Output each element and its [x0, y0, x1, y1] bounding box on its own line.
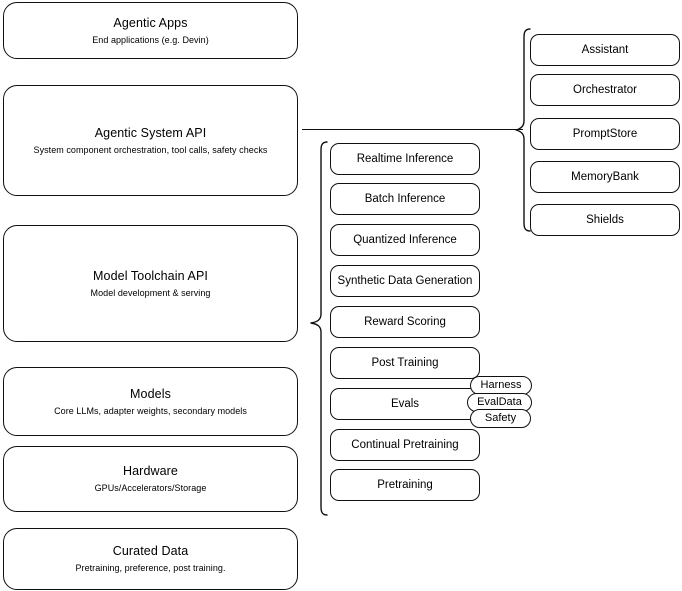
toolchain-capability-reward-scoring[interactable]: Reward Scoring: [330, 306, 480, 338]
connector-line-system-api: [302, 129, 523, 130]
brace-toolchain-capabilities: [310, 141, 328, 517]
evals-subcomponent-safety[interactable]: Safety: [470, 409, 531, 428]
layer-subtitle: System component orchestration, tool cal…: [33, 144, 268, 155]
toolchain-capability-label: Quantized Inference: [353, 233, 457, 246]
layer-box-model-toolchain-api[interactable]: Model Toolchain API Model development & …: [3, 225, 298, 342]
layer-subtitle: Model development & serving: [90, 287, 211, 298]
system-component-shields[interactable]: Shields: [530, 204, 680, 236]
system-component-label: Shields: [586, 213, 624, 226]
layer-title: Model Toolchain API: [93, 268, 208, 283]
layer-subtitle: Pretraining, preference, post training.: [75, 563, 226, 573]
brace-system-components: [515, 28, 531, 232]
toolchain-capability-quantized-inference[interactable]: Quantized Inference: [330, 224, 480, 256]
toolchain-capability-pretraining[interactable]: Pretraining: [330, 469, 480, 501]
toolchain-capability-post-training[interactable]: Post Training: [330, 347, 480, 379]
system-component-promptstore[interactable]: PromptStore: [530, 118, 680, 150]
toolchain-capability-continual-pretraining[interactable]: Continual Pretraining: [330, 429, 480, 461]
layer-subtitle: Core LLMs, adapter weights, secondary mo…: [54, 405, 247, 416]
system-component-label: MemoryBank: [571, 170, 639, 183]
system-component-label: PromptStore: [572, 127, 638, 140]
system-component-orchestrator[interactable]: Orchestrator: [530, 74, 680, 106]
layer-title: Agentic System API: [94, 125, 207, 140]
toolchain-capability-label: Synthetic Data Generation: [337, 274, 473, 287]
evals-subcomponent-evaldata[interactable]: EvalData: [467, 393, 532, 412]
layer-subtitle: End applications (e.g. Devin): [92, 34, 209, 45]
layer-title: Hardware: [123, 464, 178, 478]
system-component-label: Assistant: [581, 43, 629, 56]
layer-box-hardware[interactable]: Hardware GPUs/Accelerators/Storage: [3, 446, 298, 512]
layer-title: Curated Data: [112, 544, 189, 558]
layer-title: Models: [130, 386, 171, 401]
toolchain-capability-label: Evals: [390, 397, 420, 410]
layer-box-curated-data[interactable]: Curated Data Pretraining, preference, po…: [3, 528, 298, 590]
system-component-memorybank[interactable]: MemoryBank: [530, 161, 680, 193]
toolchain-capability-label: Post Training: [371, 356, 439, 369]
toolchain-capability-label: Batch Inference: [364, 192, 446, 205]
system-component-label: Orchestrator: [573, 83, 637, 96]
layer-subtitle: GPUs/Accelerators/Storage: [94, 483, 207, 493]
toolchain-capability-label: Reward Scoring: [364, 315, 446, 328]
toolchain-capability-label: Realtime Inference: [356, 152, 454, 165]
layer-box-models[interactable]: Models Core LLMs, adapter weights, secon…: [3, 367, 298, 436]
layer-box-agentic-system-api[interactable]: Agentic System API System component orch…: [3, 85, 298, 196]
toolchain-capability-batch-inference[interactable]: Batch Inference: [330, 183, 480, 215]
layer-box-agentic-apps[interactable]: Agentic Apps End applications (e.g. Devi…: [3, 2, 298, 59]
evals-subcomponent-label: EvalData: [477, 396, 522, 408]
toolchain-capability-synthetic-data-generation[interactable]: Synthetic Data Generation: [330, 265, 480, 297]
layer-title: Agentic Apps: [113, 15, 188, 30]
evals-subcomponent-label: Safety: [484, 412, 517, 424]
system-component-assistant[interactable]: Assistant: [530, 34, 680, 66]
toolchain-capability-label: Continual Pretraining: [351, 438, 459, 451]
toolchain-capability-evals[interactable]: Evals: [330, 388, 480, 420]
evals-subcomponent-label: Harness: [480, 379, 522, 391]
toolchain-capability-realtime-inference[interactable]: Realtime Inference: [330, 143, 480, 175]
toolchain-capability-label: Pretraining: [377, 478, 433, 491]
